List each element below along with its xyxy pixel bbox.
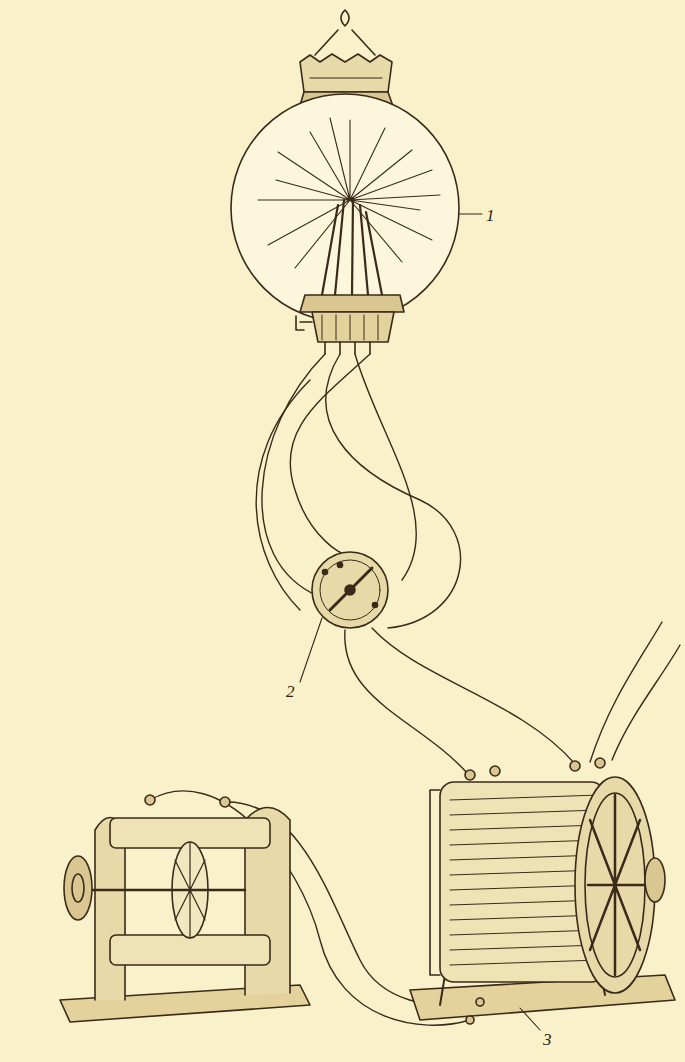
wires: [150, 354, 680, 1025]
lamp-crown: [300, 54, 392, 92]
callout-number: 1: [484, 206, 497, 225]
lamp-base: [312, 312, 394, 342]
carbon-candles: [322, 198, 382, 295]
glass-globe: [231, 94, 459, 322]
light-rays: [258, 118, 440, 268]
hanging-hook: [315, 10, 375, 55]
generator: [410, 758, 675, 1024]
leader-lines: [300, 214, 540, 1030]
lamp-base-ring: [300, 295, 404, 312]
exciter-machine: [60, 795, 310, 1022]
switch: [312, 552, 388, 628]
callout-number: 2: [284, 682, 297, 701]
callout-number: 3: [541, 1030, 554, 1049]
lamp-clamp: [296, 316, 312, 330]
lamp-terminals: [325, 342, 370, 354]
